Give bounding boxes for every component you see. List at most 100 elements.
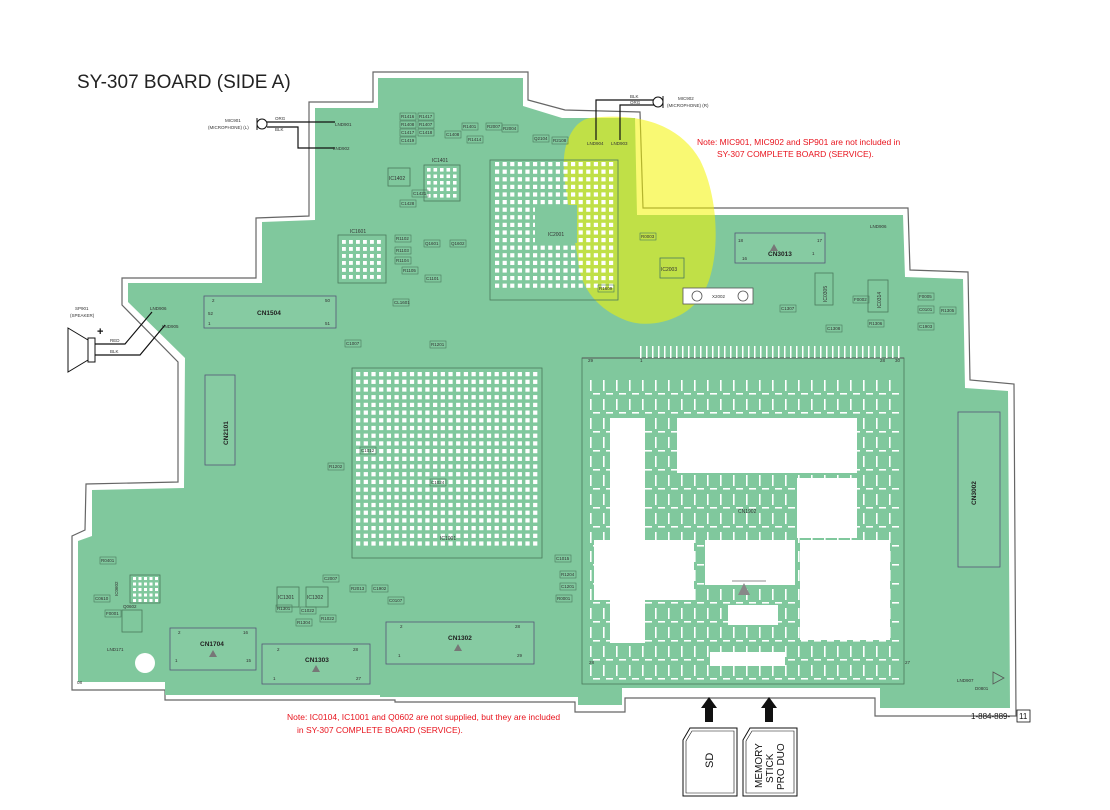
cn1303-label: CN1303 bbox=[305, 657, 329, 664]
bga-pad bbox=[386, 433, 392, 438]
slot-contact bbox=[671, 526, 678, 528]
slot-contact bbox=[889, 513, 891, 524]
bga-pad bbox=[578, 162, 583, 167]
slot-contact bbox=[694, 665, 696, 676]
bga-pad bbox=[363, 456, 368, 461]
smd-part-outline bbox=[466, 135, 484, 144]
slot-pin bbox=[814, 346, 816, 358]
slot-contact bbox=[814, 659, 821, 661]
bga-pad bbox=[144, 588, 148, 592]
slot-contact bbox=[798, 627, 800, 638]
bga-pad-array bbox=[342, 240, 381, 279]
slot-contact bbox=[590, 418, 592, 429]
slot-contact bbox=[879, 431, 886, 433]
bga-pad bbox=[433, 418, 438, 423]
slot-contact bbox=[655, 532, 657, 543]
part-label: D0801 bbox=[975, 686, 989, 691]
slot-contact bbox=[655, 418, 657, 429]
smd-part-outline bbox=[295, 618, 313, 627]
bga-pad bbox=[379, 441, 384, 446]
slot-contact bbox=[629, 646, 631, 657]
bga-pad bbox=[578, 276, 583, 281]
bga-pad bbox=[494, 410, 499, 415]
bga-pad bbox=[402, 387, 407, 392]
slot-contact bbox=[697, 640, 704, 642]
slot-contact bbox=[681, 608, 683, 619]
bga-pad bbox=[440, 402, 445, 408]
bga-pad bbox=[525, 207, 530, 212]
smd-part-outline bbox=[399, 112, 417, 121]
bga-pad bbox=[349, 275, 353, 279]
pin-label: 2 bbox=[178, 630, 181, 635]
bga-pad bbox=[471, 518, 476, 523]
bga-pad bbox=[425, 533, 430, 538]
bga-pad bbox=[417, 425, 422, 431]
smd-part-label: F0005 bbox=[919, 294, 932, 299]
slot-contact bbox=[892, 678, 899, 680]
bga-pad bbox=[495, 260, 500, 265]
slot-contact bbox=[889, 475, 891, 486]
bga-pad bbox=[479, 433, 484, 438]
bga-pad bbox=[370, 268, 374, 272]
slot-pin bbox=[712, 346, 714, 358]
sp901-desc: (SPEAKER) bbox=[70, 313, 95, 318]
slot-contact bbox=[759, 475, 761, 486]
bga-pad bbox=[571, 245, 576, 250]
slot-pin bbox=[736, 346, 738, 358]
slot-contact bbox=[671, 450, 678, 452]
bga-pad bbox=[363, 372, 368, 377]
slot-contact bbox=[798, 608, 800, 619]
bga-pad bbox=[363, 495, 368, 500]
slot-contact bbox=[593, 450, 600, 452]
bga-pad bbox=[363, 275, 367, 279]
smd-part-outline bbox=[423, 239, 441, 248]
slot-contact bbox=[590, 627, 592, 638]
slot-pin bbox=[826, 346, 828, 358]
bga-pad bbox=[471, 441, 476, 446]
bga-pad bbox=[363, 402, 368, 408]
slot-pin bbox=[664, 346, 666, 358]
slot-contact bbox=[788, 640, 795, 642]
slot-contact bbox=[827, 393, 834, 395]
bga-pad bbox=[510, 177, 515, 182]
bga-pad-array bbox=[356, 372, 538, 546]
bga-pad bbox=[533, 192, 538, 197]
slot-contact bbox=[775, 507, 782, 509]
slot-contact bbox=[746, 627, 748, 638]
bga-pad bbox=[379, 395, 384, 400]
bga-pad-array bbox=[427, 168, 457, 198]
slot-contact bbox=[863, 456, 865, 467]
bga-pad bbox=[502, 433, 507, 438]
smd-part-label: R1407 bbox=[419, 122, 433, 127]
pin-label: 30 bbox=[895, 358, 901, 363]
bga-pad bbox=[386, 395, 392, 400]
bga-pad bbox=[502, 184, 507, 189]
note-top-line2: SY-307 COMPLETE BOARD (SERVICE). bbox=[717, 149, 874, 159]
smd-part-label: C1419 bbox=[401, 138, 415, 143]
slot-contact bbox=[707, 494, 709, 505]
slot-contact bbox=[590, 380, 592, 391]
bga-pad bbox=[593, 215, 598, 220]
bga-pad bbox=[463, 541, 469, 546]
bga-pad bbox=[494, 510, 499, 515]
bga-pad bbox=[356, 254, 360, 258]
cn1504-label: CN1504 bbox=[257, 310, 281, 317]
bga-pad bbox=[402, 395, 407, 400]
bga-pad bbox=[425, 495, 430, 500]
bga-pad bbox=[502, 518, 507, 523]
smd-part-outline bbox=[779, 304, 797, 313]
slot-contact bbox=[632, 412, 639, 414]
bga-pad bbox=[494, 456, 499, 461]
bga-pad bbox=[517, 200, 522, 205]
smd-part-label: R2108 bbox=[553, 138, 567, 143]
bga-pad-array bbox=[133, 577, 159, 603]
slot-pin bbox=[886, 346, 888, 358]
bga-pad bbox=[133, 599, 137, 603]
pin-label: 16 bbox=[742, 256, 748, 261]
bga-pad bbox=[370, 254, 374, 258]
bga-pad bbox=[463, 372, 469, 377]
smd-part-outline bbox=[461, 122, 479, 131]
slot-contact bbox=[645, 412, 652, 414]
slot-contact bbox=[645, 431, 652, 433]
bga-pad bbox=[601, 177, 606, 182]
